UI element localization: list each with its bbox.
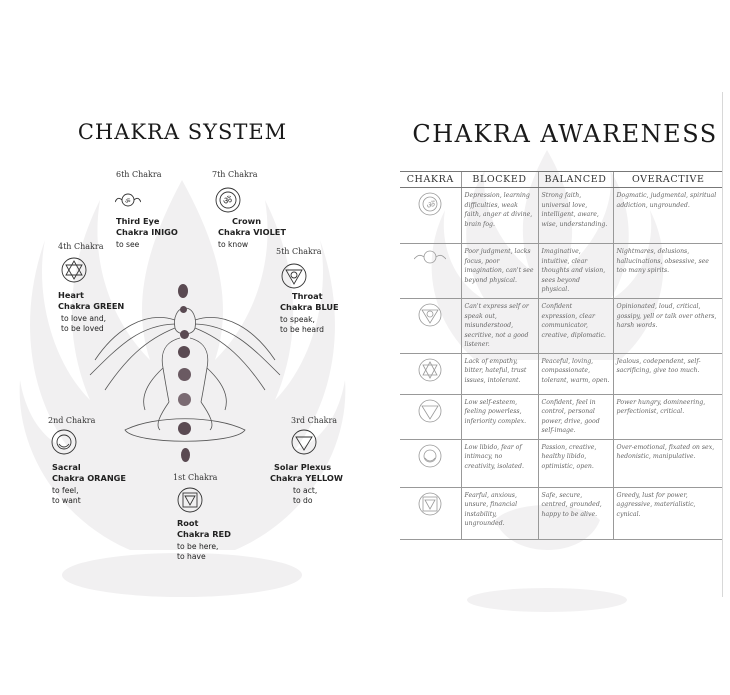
- ajna-symbol-icon: ॐ: [115, 193, 141, 207]
- solar-chakra-dot: [178, 368, 191, 381]
- cell-overactive: Power hungry, domineering, perfectionist…: [612, 394, 723, 440]
- cell-overactive: Nightmares, delusions, hallucinations, o…: [612, 243, 723, 299]
- table-row: Lack of empathy, bitter, hateful, trust …: [400, 353, 723, 395]
- muladhara-symbol-icon: [418, 492, 442, 515]
- vishuddha-symbol-icon: [281, 263, 307, 289]
- column-header-overactive: OVERACTIVE: [612, 171, 723, 188]
- table-header-row: CHAKRA BLOCKED BALANCED OVERACTIVE: [400, 171, 723, 188]
- cell-overactive: Jealous, codependent, self-sacrificing, …: [612, 353, 723, 395]
- table-row: Poor judgment, lacks focus, poor imagina…: [400, 243, 723, 299]
- chakra-system-page: CHAKRA SYSTEM 6th Chakra ॐ Third Eye Cha…: [19, 120, 346, 597]
- svadhisthana-symbol-icon: [418, 444, 442, 467]
- svadhisthana-symbol-icon: [51, 429, 77, 455]
- cell-blocked: Lack of empathy, bitter, hateful, trust …: [460, 353, 538, 395]
- cell-blocked: Low self-esteem, feeling powerless, infe…: [460, 394, 538, 440]
- sahasrara-symbol-icon: ॐ: [215, 187, 241, 213]
- cell-overactive: Dogmatic, judgmental, spiritual addictio…: [612, 187, 723, 244]
- cell-balanced: Confident expression, clear communicator…: [537, 298, 613, 354]
- column-header-chakra: CHAKRA: [400, 171, 461, 188]
- svg-text:ॐ: ॐ: [125, 197, 131, 205]
- chakra-sacral-label: Sacral Chakra ORANGE to feel, to want: [52, 462, 126, 505]
- chakra-sacral: 2nd Chakra: [48, 416, 96, 425]
- table-row: ॐ Depression, learning difficulties, wea…: [400, 187, 723, 244]
- cell-blocked: Can't express self or speak out, misunde…: [460, 298, 538, 354]
- anahata-symbol-icon: [61, 257, 87, 283]
- chakra-throat: 5th Chakra: [276, 247, 322, 256]
- page-edge-divider: [722, 92, 723, 597]
- root-drop-dot: [181, 448, 190, 462]
- vishuddha-symbol-icon: [418, 303, 442, 327]
- chakra-crown-label: Crown Chakra VIOLET to know: [218, 216, 286, 249]
- chakra-solar-plexus: 3rd Chakra: [291, 416, 338, 425]
- page-title: CHAKRA SYSTEM: [77, 120, 288, 144]
- chakra-solar-plexus-label: Solar Plexus Chakra YELLOW to act, to do: [270, 462, 343, 505]
- cell-balanced: Imaginative, intuitive, clear thoughts a…: [537, 243, 613, 299]
- sacral-chakra-dot: [178, 393, 191, 406]
- cell-overactive: Opinionated, loud, critical, gossipy, ye…: [612, 298, 723, 354]
- cell-balanced: Safe, secure, centred, grounded, happy t…: [537, 487, 613, 540]
- column-header-balanced: BALANCED: [537, 171, 613, 188]
- manipura-symbol-icon: [418, 399, 442, 422]
- chakra-heart-label: Heart Chakra GREEN to love and, to be lo…: [58, 290, 125, 333]
- cell-balanced: Peaceful, loving, compassionate, toleran…: [537, 353, 613, 395]
- anahata-symbol-icon: [418, 358, 442, 381]
- cell-blocked: Poor judgment, lacks focus, poor imagina…: [460, 243, 538, 299]
- chakra-heart: 4th Chakra: [58, 242, 104, 251]
- cell-balanced: Passion, creative, healthy libido, optim…: [537, 439, 613, 488]
- muladhara-symbol-icon: [177, 487, 203, 513]
- meditating-figure-illustration: [89, 307, 281, 442]
- root-chakra-dot: [178, 422, 191, 435]
- chakra-root: 1st Chakra: [173, 473, 218, 482]
- chakra-third-eye: 6th Chakra: [116, 170, 162, 179]
- crown-chakra-dot: [178, 284, 188, 298]
- cell-overactive: Over-emotional, fixated on sex, hedonist…: [612, 439, 723, 488]
- cell-balanced: Strong faith, universal love, intelligen…: [537, 187, 613, 244]
- cell-blocked: Low libido, fear of intimacy, no creativ…: [460, 439, 538, 488]
- column-header-blocked: BLOCKED: [460, 171, 538, 188]
- cell-blocked: Fearful, anxious, unsure, financial inst…: [460, 487, 538, 540]
- cell-overactive: Greedy, lust for power, aggressive, mate…: [612, 487, 723, 540]
- page-title: CHAKRA AWARENESS: [412, 120, 718, 148]
- table-row: Low libido, fear of intimacy, no creativ…: [400, 439, 723, 488]
- chakra-awareness-table: CHAKRA BLOCKED BALANCED OVERACTIVE ॐ Dep…: [400, 171, 723, 540]
- heart-chakra-dot: [178, 346, 190, 358]
- throat-chakra-dot: [180, 330, 189, 339]
- chakra-third-eye-label: Third Eye Chakra INIGO to see: [116, 216, 178, 249]
- manipura-symbol-icon: [291, 429, 317, 455]
- cell-blocked: Depression, learning difficulties, weak …: [460, 187, 538, 244]
- svg-text:ॐ: ॐ: [223, 195, 232, 207]
- chakra-awareness-page: CHAKRA AWARENESS CHAKRA BLOCKED BALANCED…: [365, 0, 730, 695]
- third-eye-chakra-dot: [180, 306, 187, 313]
- ajna-symbol-icon: [413, 250, 447, 264]
- sahasrara-symbol-icon: ॐ: [418, 192, 442, 216]
- table-row: Can't express self or speak out, misunde…: [400, 298, 723, 354]
- table-row: Fearful, anxious, unsure, financial inst…: [400, 487, 723, 540]
- chakra-crown: 7th Chakra: [212, 170, 258, 179]
- cell-balanced: Confident, feel in control, personal pow…: [537, 394, 613, 440]
- svg-text:ॐ: ॐ: [426, 200, 435, 211]
- chakra-root-label: Root Chakra RED to be here, to have: [177, 518, 231, 561]
- table-row: Low self-esteem, feeling powerless, infe…: [400, 394, 723, 440]
- chakra-throat-label: Throat Chakra BLUE to speak, to be heard: [280, 291, 339, 334]
